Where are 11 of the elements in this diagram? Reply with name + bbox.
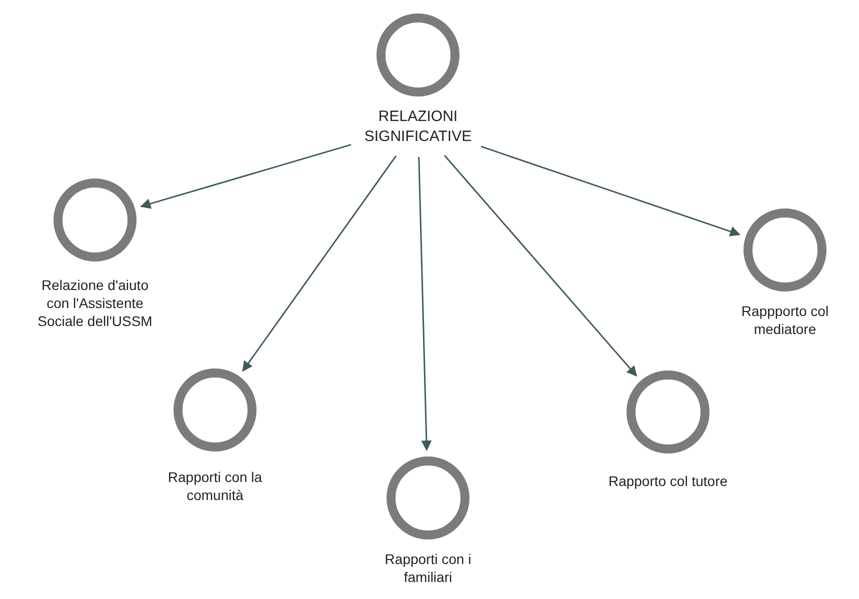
arrow [444, 154, 638, 377]
node-label: Rapporto col tutore [608, 472, 728, 490]
arrow [418, 156, 432, 452]
arrow [140, 144, 352, 209]
node-label: Rapporti con la comunità [166, 468, 264, 504]
arrow [242, 155, 397, 372]
arrow [480, 146, 741, 236]
node-label: Rapporti con i familiari [384, 550, 472, 586]
node-label: Rappporto col mediatore [740, 302, 830, 338]
node-label: Relazione d'aiuto con l'Assistente Sociale dell'USSM [36, 276, 154, 331]
node-label: RELAZIONI SIGNIFICATIVE [363, 107, 473, 146]
